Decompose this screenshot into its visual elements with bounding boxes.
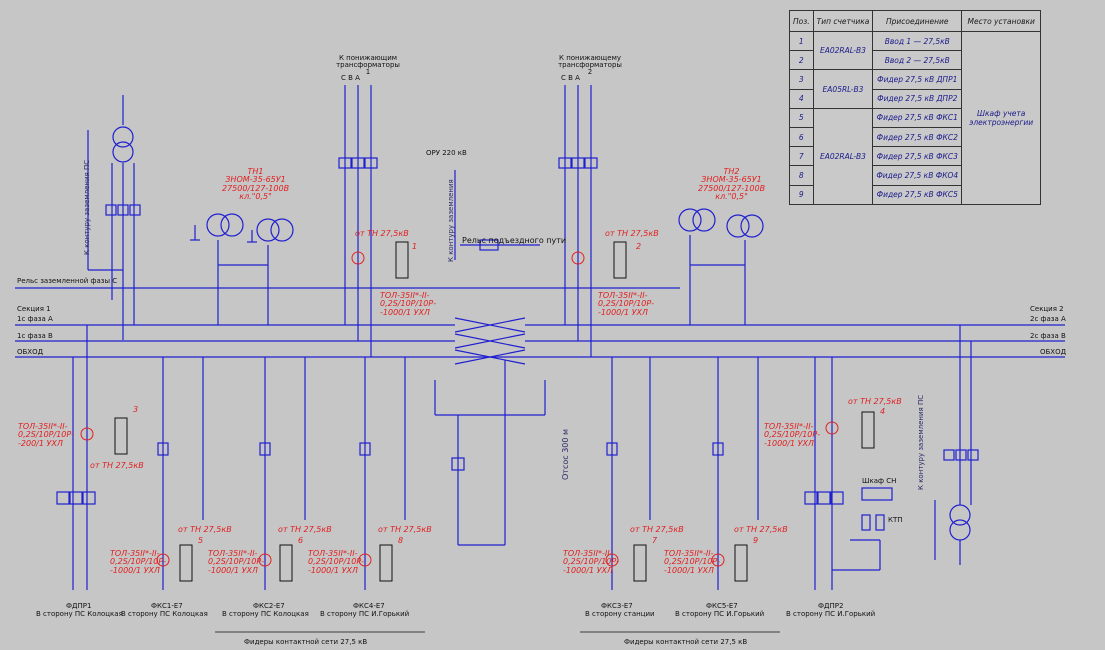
feeder-group-2-label: Фидеры контактной сети 27,5 кВ — [624, 638, 748, 646]
tn1-label: ТН1 ЗНОМ-35-65У1 27500/127-100В кл."0,5" — [222, 167, 290, 202]
tn2-label: ТН2 ЗНОМ-35-65У1 27500/127-100В кл."0,5" — [698, 167, 766, 202]
ct-label-fks2: ТОЛ-35II*-II- 0,2S/10Р/10Р- -1000/1 УХЛ — [208, 549, 265, 575]
table-cell: 4 — [789, 88, 814, 109]
ct-label-fks5: ТОЛ-35II*-II- 0,2S/10Р/10Р- -1000/1 УХЛ — [664, 549, 721, 575]
feeder-direction: В сторону ПС И.Горький — [675, 610, 765, 618]
phase-labels-2: C B A — [561, 74, 580, 82]
from-tn-label-input1: от ТН 27,5кВ — [355, 229, 409, 238]
feeder-direction: В сторону ПС И.Горький — [786, 610, 876, 618]
table-cell: Фидер 27,5 кВ ФКС5 — [872, 184, 963, 205]
label-to-transformer-1: К понижающим трансформаторы 1 — [336, 54, 400, 76]
table-cell: 5 — [789, 107, 814, 128]
feeder-group-1-label: Фидеры контактной сети 27,5 кВ — [244, 638, 368, 646]
from-tn-label-fks1: от ТН 27,5кВ — [178, 525, 232, 534]
meter-number: 6 — [298, 536, 304, 545]
feeder-direction: В сторону станции — [585, 610, 655, 618]
table-cell: 3 — [789, 69, 814, 90]
ct-label-fks4: ТОЛ-35II*-II- 0,2S/10Р/10Р- -1000/1 УХЛ — [308, 549, 365, 575]
table-cell: Фидер 27,5 кВ ФКС1 — [872, 107, 963, 128]
from-tn-label-fks5: от ТН 27,5кВ — [734, 525, 788, 534]
ct-label-fks3: ТОЛ-35II*-II- 0,2S/10Р/10Р- -1000/1 УХЛ — [563, 549, 620, 575]
feeder-direction: В сторону ПС Колоцкая — [121, 610, 208, 618]
meter-number: 4 — [880, 407, 886, 416]
feeder-name: ФКС1-Е7 — [151, 602, 183, 610]
table-cell: 9 — [789, 184, 814, 205]
rail-c-label: Рельс заземленной фазы С — [17, 277, 118, 285]
meter-number: 9 — [753, 536, 759, 545]
ct-label-dpr2: ТОЛ-35II*-II- 0,2S/10Р/10Р- -1000/1 УХЛ — [764, 422, 821, 448]
ct-label-dpr1: ТОЛ-35II*-II- 0,2S/10Р/10Р- -200/1 УХЛ — [18, 422, 75, 448]
feeder-name: ФКС5-Е7 — [706, 602, 738, 610]
feeder-name: ФКС2-Е7 — [253, 602, 285, 610]
table-cell: EA02RAL-B3 — [812, 30, 874, 71]
table-header: Тип счетчика — [812, 10, 874, 32]
table-cell: Фидер 27,5 кВ ФКС3 — [872, 146, 963, 167]
ct-label-input2: ТОЛ-35II*-II- 0,2S/10Р/10Р- -1000/1 УХЛ — [598, 291, 655, 317]
ground-label-right: К контуру заземления ПС — [917, 394, 925, 490]
table-cell: 6 — [789, 126, 814, 148]
ct-label-input1: ТОЛ-35II*-II- 0,2S/10Р/10Р- -1000/1 УХЛ — [380, 291, 437, 317]
meter-number: 1 — [412, 242, 418, 251]
ct-label-fks1: ТОЛ-35II*-II- 0,2S/10Р/10Р- -1000/1 УХЛ — [110, 549, 167, 575]
meter-number: 3 — [133, 405, 139, 414]
table-cell: Шкаф учета электроэнергии — [961, 31, 1042, 205]
from-tn-label-input2: от ТН 27,5кВ — [605, 229, 659, 238]
meter-number: 5 — [198, 536, 204, 545]
bus-bypass-left-label: ОБХОД — [17, 348, 44, 356]
phase-labels-1: C B A — [341, 74, 360, 82]
table-cell: Фидер 27,5 кВ ДПР2 — [872, 88, 963, 109]
feeder-name: ФКС4-Е7 — [353, 602, 385, 610]
feeder-name: ФКС3-Е7 — [601, 602, 633, 610]
bus-1a-label: 1с фаза А — [17, 315, 53, 323]
from-tn-label-fks2: от ТН 27,5кВ — [278, 525, 332, 534]
table-cell: Фидер 27,5 кВ ФКС2 — [872, 126, 963, 148]
table-cell: Фидер 27,5 кВ ФКО4 — [872, 165, 963, 186]
meter-number: 2 — [636, 242, 642, 251]
table-cell: 2 — [789, 50, 814, 71]
table-header: Присоединение — [872, 10, 963, 32]
feeder-direction: В сторону ПС Колоцкая — [222, 610, 309, 618]
feeder-name: ФДПР2 — [818, 602, 844, 610]
from-tn-label-dpr2: от ТН 27,5кВ — [848, 397, 902, 406]
table-cell: Ввод 2 — 27,5кВ — [872, 50, 963, 71]
table-cell: 1 — [789, 30, 814, 52]
table-header: Место установки — [961, 10, 1042, 32]
feeder-direction: В сторону ПС Колоцкая — [36, 610, 123, 618]
table-cell: Ввод 1 — 27,5кВ — [872, 30, 963, 52]
oru-label: ОРУ 220 кВ — [426, 149, 467, 157]
meter-number: 8 — [398, 536, 404, 545]
table-cell: Фидер 27,5 кВ ДПР1 — [872, 69, 963, 90]
feeder-name: ФДПР1 — [66, 602, 92, 610]
bus-2b-label: 2с фаза В — [1030, 332, 1066, 340]
ground-label-mid: К контуру заземления — [447, 179, 455, 262]
otsos-label: Отсос 300 м — [561, 428, 570, 480]
from-tn-label-dpr1: от ТН 27,5кВ — [90, 461, 144, 470]
ground-label-left: К контуру заземления ПС — [83, 159, 91, 255]
bus-bypass-right-label: ОБХОД — [1040, 348, 1067, 356]
shkaf-sn-label: Шкаф СН — [862, 477, 897, 485]
meter-number: 7 — [652, 536, 658, 545]
table-cell: EA02RAL-B3 — [812, 107, 874, 205]
ktp-label: КТП — [888, 516, 903, 524]
table-cell: 7 — [789, 146, 814, 167]
bus-1b-label: 1с фаза В — [17, 332, 53, 340]
table-header: Поз. — [789, 10, 814, 32]
section2-label: Секция 2 — [1030, 305, 1064, 313]
from-tn-label-fks4: от ТН 27,5кВ — [378, 525, 432, 534]
bus-2a-label: 2с фаза А — [1030, 315, 1066, 323]
rail-track-label: Рельс подъездного пути — [462, 236, 567, 245]
label-to-transformer-2: К понижающему трансформаторы 2 — [558, 54, 622, 76]
table-cell: EA05RL-B3 — [812, 69, 874, 109]
from-tn-label-fks3: от ТН 27,5кВ — [630, 525, 684, 534]
feeder-direction: В сторону ПС И.Горький — [320, 610, 410, 618]
table-cell: 8 — [789, 165, 814, 186]
meter-table: Поз. Тип счетчика Присоединение Место ус… — [789, 10, 1042, 205]
section1-label: Секция 1 — [17, 305, 51, 313]
